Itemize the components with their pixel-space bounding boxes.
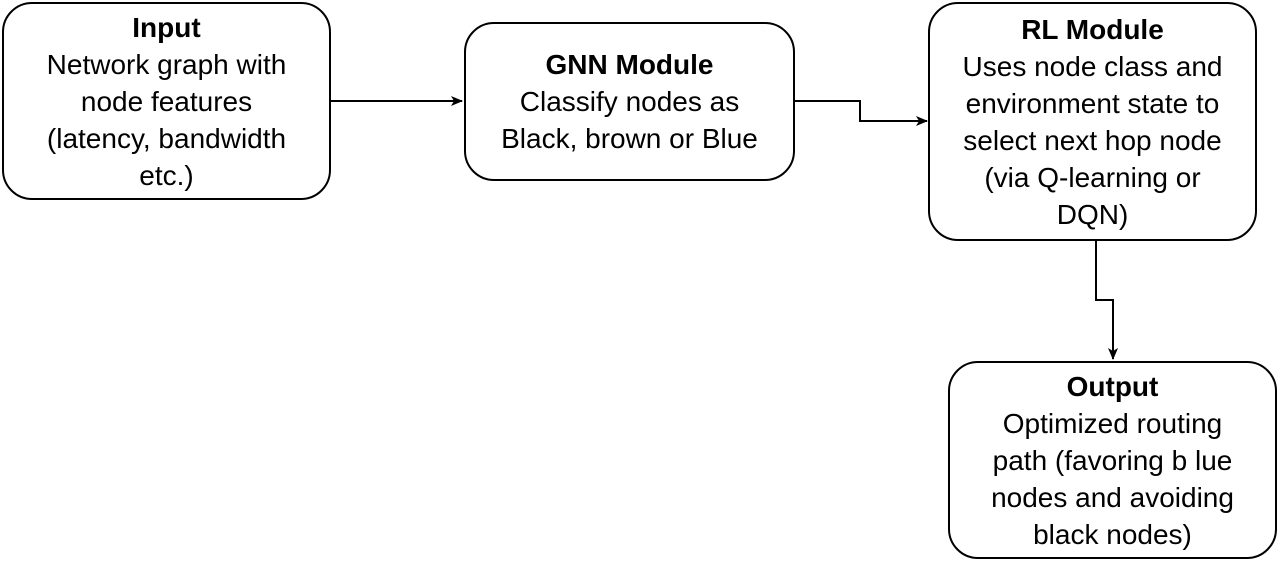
output-node-line: path (favoring b lue — [992, 444, 1233, 476]
output-node-line: black nodes) — [1033, 518, 1192, 550]
output-node-line: nodes and avoiding — [991, 481, 1234, 513]
output-node-line: Optimized routing — [1002, 407, 1223, 439]
edge-rl-to-output — [1095, 241, 1118, 360]
rl-module-node: RL Module Uses node class and environmen… — [928, 2, 1257, 241]
rl-module-node-line: DQN) — [1056, 198, 1129, 230]
gnn-module-node-title: GNN Module — [545, 49, 714, 80]
input-node-line: (latency, bandwidth — [46, 122, 287, 154]
input-node-title: Input — [132, 11, 201, 43]
gnn-module-node-line: Black, brown or Blue — [501, 123, 758, 154]
input-node: Input Network graph with node features (… — [2, 2, 331, 200]
rl-module-node-line: (via Q-learning or — [984, 161, 1201, 193]
rl-module-node-title: RL Module — [1021, 13, 1164, 45]
gnn-module-node: GNN Module Classify nodes as Black, brow… — [464, 22, 795, 181]
edge-gnn-to-rl — [795, 100, 928, 126]
input-node-line: Network graph with — [46, 48, 287, 80]
input-node-line: etc.) — [139, 159, 194, 191]
rl-module-node-line: Uses node class and — [962, 50, 1223, 82]
output-node-title: Output — [1066, 370, 1159, 402]
output-node: Output Optimized routing path (favoring … — [948, 361, 1277, 559]
rl-module-node-line: select next hop node — [963, 124, 1222, 156]
rl-module-node-line: environment state to — [965, 87, 1220, 119]
gnn-module-node-line: Classify nodes as — [519, 86, 740, 117]
input-node-line: node features — [80, 85, 253, 117]
